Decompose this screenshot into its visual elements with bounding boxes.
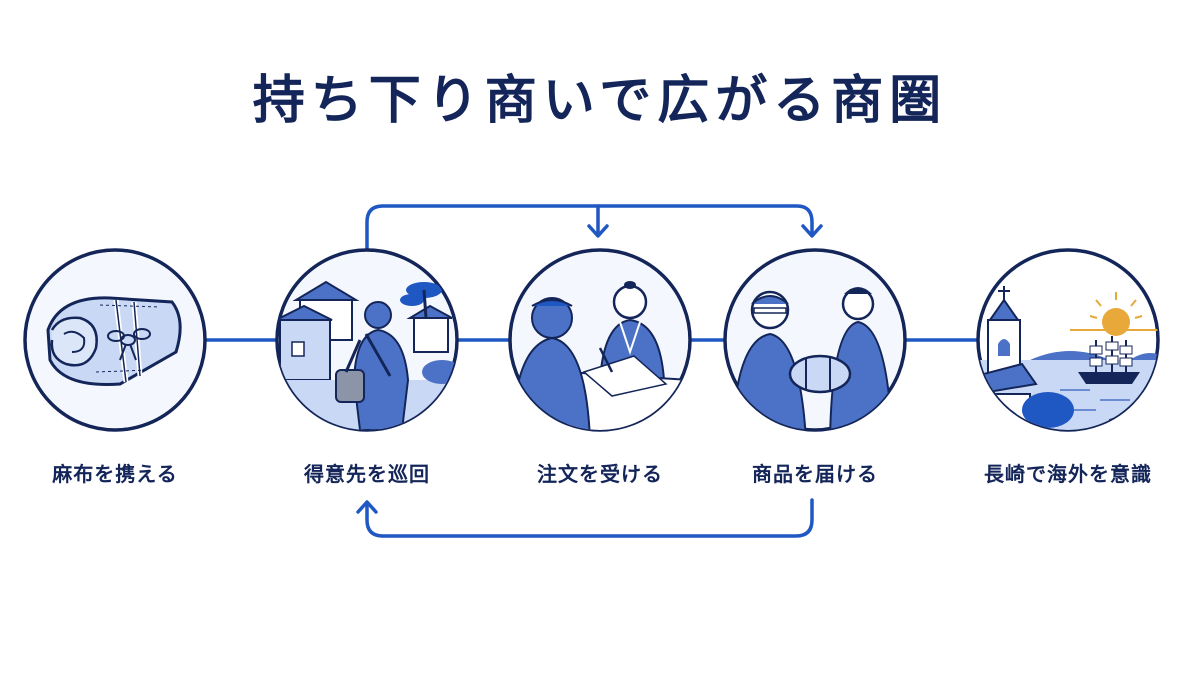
bottom-return-arrow (356, 498, 814, 538)
rolled-linen-icon (27, 252, 203, 428)
step-label-nagasaki: 長崎で海外を意識 (984, 462, 1152, 486)
traveling-merchant-icon (277, 252, 457, 430)
delivering-goods-icon (727, 252, 903, 430)
page-title: 持ち下り商いで広がる商圏 (252, 71, 948, 131)
step-circle-delivery (723, 248, 907, 432)
top-loop-arrow (365, 204, 823, 252)
step-label-linen: 麻布を携える (52, 462, 178, 486)
step-label-order: 注文を受ける (537, 462, 663, 486)
step-label-delivery: 商品を届ける (752, 462, 878, 486)
step-circle-linen (23, 248, 207, 432)
step-circle-order (508, 248, 692, 432)
step-circle-nagasaki (976, 248, 1160, 432)
taking-order-icon (510, 252, 690, 430)
step-circle-travel (275, 248, 459, 432)
step-label-travel: 得意先を巡回 (304, 462, 430, 486)
nagasaki-harbor-icon (978, 252, 1158, 430)
